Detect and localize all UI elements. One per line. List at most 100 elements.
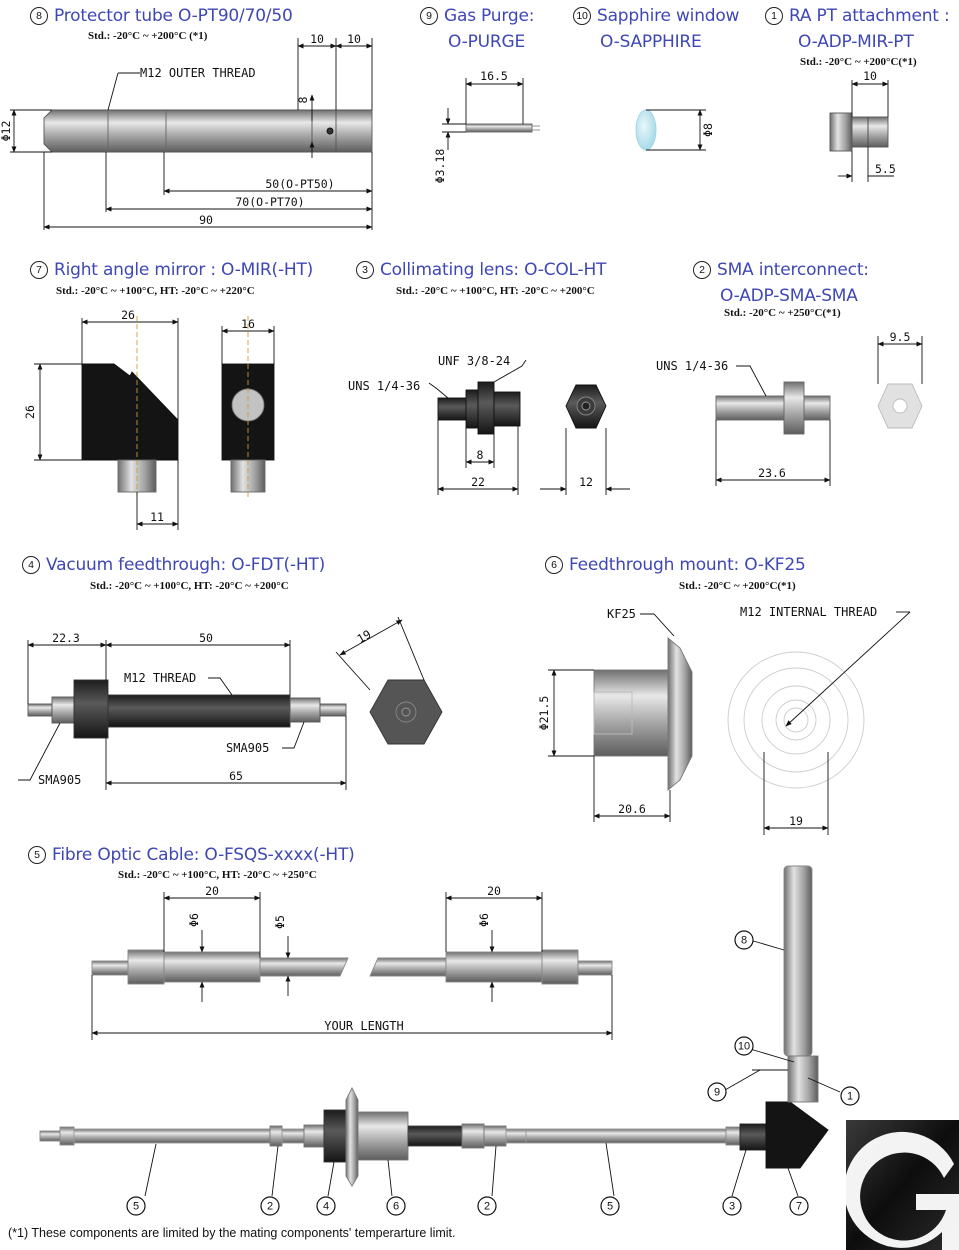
sapphire-drawing	[635, 109, 706, 151]
assembly-drawing	[39, 865, 841, 1197]
pt-dim-70: 70(O-PT70)	[235, 195, 304, 209]
kf25-spec: Std.: -20°C ~ +200°C(*1)	[679, 580, 796, 592]
lens-label-uns: UNS 1/4-36	[348, 379, 420, 393]
vf-dim-c: 19	[354, 627, 373, 646]
mirror-drawing	[34, 316, 275, 530]
sma-dim-a: 9.5	[890, 330, 911, 344]
ra-pt-model: O-ADP-MIR-PT	[798, 32, 914, 52]
footnote: (*1) These components are limited by the…	[8, 1226, 456, 1240]
callout-number: 4	[323, 1201, 329, 1213]
vf-label-sma2: SMA905	[226, 741, 269, 755]
gp-dim-d: Φ3.18	[433, 149, 447, 184]
vf-label-m12: M12 THREAD	[124, 671, 196, 685]
sma-spec: Std.: -20°C ~ +250°C(*1)	[724, 307, 841, 319]
mirror-spec: Std.: -20°C ~ +100°C, HT: -20°C ~ +220°C	[56, 285, 255, 297]
cb-label-length: YOUR LENGTH	[324, 1019, 403, 1033]
cable-drawing	[91, 892, 613, 1040]
mir-dim-h: 26	[23, 405, 37, 419]
callout-circle	[386, 1196, 406, 1216]
kf-dim-a: 20.6	[618, 802, 646, 816]
pt-dim-90: 90	[199, 213, 213, 227]
callout-number: 5	[607, 1201, 613, 1213]
protector-tube-spec: Std.: -20°C ~ +200°C (*1)	[88, 30, 208, 42]
assembly-callouts: 5 2 4 6 2 5 3 7 8 10 9 1	[126, 930, 860, 1216]
vf-dim-a: 22.3	[52, 631, 80, 645]
callout-circle	[789, 1196, 809, 1216]
callout-circle	[734, 930, 754, 950]
callout-circle	[126, 1196, 146, 1216]
protector-tube-drawing	[10, 38, 373, 230]
pt-label-thread: M12 OUTER THREAD	[140, 66, 256, 80]
ra-pt-drawing	[829, 80, 894, 182]
company-logo	[846, 1120, 959, 1250]
ra-dim-b: 5.5	[875, 162, 896, 176]
vf-dim-d: 65	[229, 769, 243, 783]
callout-number: 2	[267, 1201, 273, 1213]
cable-spec: Std.: -20°C ~ +100°C, HT: -20°C ~ +250°C	[118, 869, 317, 881]
lens-dim-b: 22	[471, 475, 485, 489]
lens-drawing	[428, 359, 630, 495]
pt-dim-d12: Φ12	[0, 121, 13, 142]
callout-number: 9	[714, 1087, 720, 1099]
lens-label-unf: UNF 3/8-24	[438, 354, 510, 368]
vf-label-sma1: SMA905	[38, 773, 81, 787]
kf-dim-d: Φ21.5	[537, 696, 551, 731]
gas-purge-drawing	[442, 78, 540, 150]
vacuum-spec: Std.: -20°C ~ +100°C, HT: -20°C ~ +200°C	[90, 580, 289, 592]
callout-circle	[316, 1196, 336, 1216]
callout-number: 5	[133, 1201, 139, 1213]
cb-dim-a: 20	[205, 884, 219, 898]
kf-dim-b: 19	[789, 814, 803, 828]
cb-dim-b: Φ6	[187, 913, 201, 927]
ra-dim-a: 10	[863, 69, 877, 83]
sma-drawing	[715, 336, 923, 486]
pt-dim-t1: 10	[310, 32, 324, 46]
callout-circle	[707, 1082, 727, 1102]
sma-dim-b: 23.6	[758, 466, 786, 480]
cb-dim-d: 20	[487, 884, 501, 898]
pt-dim-50: 50(O-PT50)	[265, 177, 334, 191]
callout-circle	[734, 1036, 754, 1056]
gas-purge-model: O-PURGE	[448, 32, 526, 52]
vf-dim-b: 50	[199, 631, 213, 645]
mir-dim-w2: 16	[241, 317, 255, 331]
ra-pt-spec: Std.: -20°C ~ +200°C(*1)	[800, 56, 917, 68]
kf-label-kf: KF25	[607, 607, 636, 621]
gp-dim-len: 16.5	[480, 69, 508, 83]
cb-dim-c: Φ5	[273, 915, 287, 929]
mir-dim-b: 11	[150, 510, 164, 524]
lens-dim-c: 12	[579, 475, 593, 489]
callout-number: 2	[484, 1201, 490, 1213]
callout-circle	[260, 1196, 280, 1216]
callout-number: 3	[729, 1201, 735, 1213]
callout-number: 6	[393, 1201, 399, 1213]
callout-number: 7	[796, 1201, 802, 1213]
mir-dim-w: 26	[121, 308, 135, 322]
cb-dim-e: Φ6	[477, 913, 491, 927]
lens-dim-a: 8	[477, 448, 484, 462]
callout-number: 10	[738, 1041, 750, 1053]
vacuum-drawing	[18, 616, 443, 790]
lens-spec: Std.: -20°C ~ +100°C, HT: -20°C ~ +200°C	[396, 285, 595, 297]
callout-circle	[600, 1196, 620, 1216]
sma-model: O-ADP-SMA-SMA	[720, 286, 858, 306]
sma-label-uns: UNS 1/4-36	[656, 359, 728, 373]
callout-circle	[477, 1196, 497, 1216]
callout-number: 1	[847, 1091, 853, 1103]
callout-circle	[722, 1196, 742, 1216]
callout-circle	[840, 1086, 860, 1106]
pt-dim-t2: 10	[347, 32, 361, 46]
callout-number: 8	[741, 935, 747, 947]
kf-label-m12: M12 INTERNAL THREAD	[740, 605, 877, 619]
